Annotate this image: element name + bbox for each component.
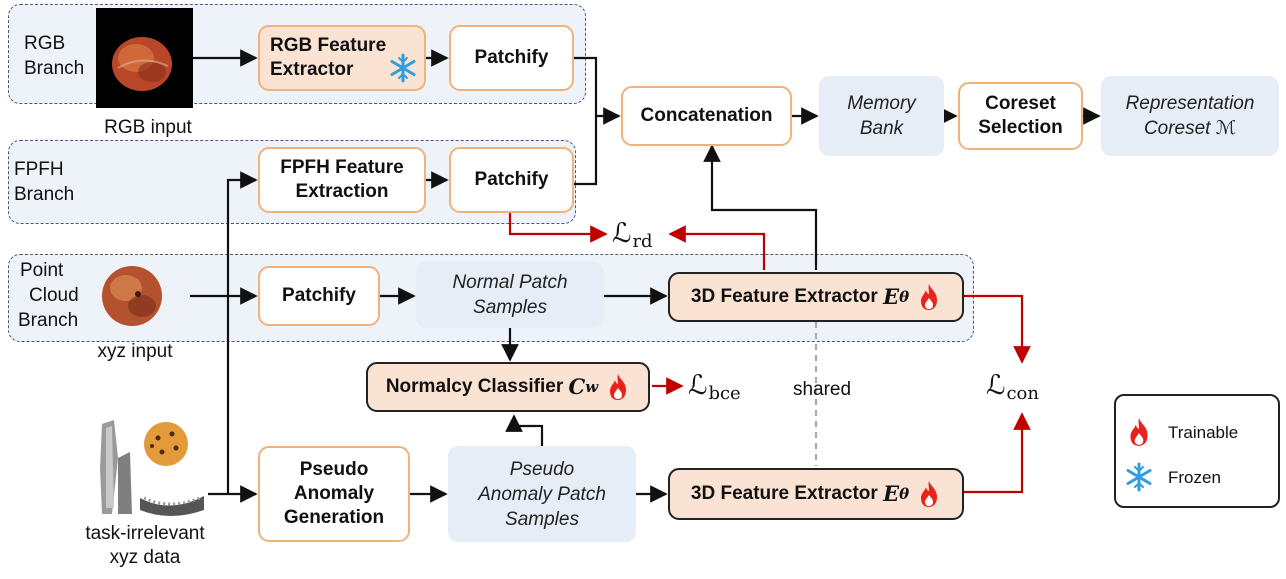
flame-icon bbox=[610, 374, 627, 400]
xyz-input-caption: xyz input bbox=[97, 341, 173, 362]
loss-con-label: ℒcon bbox=[986, 370, 1039, 404]
task-irrelevant-data-image bbox=[96, 418, 208, 520]
legend-box bbox=[1114, 394, 1280, 508]
snowflake-icon bbox=[1126, 462, 1152, 492]
legend-trainable-label: Trainable bbox=[1168, 423, 1239, 442]
concatenation-box: Concatenation bbox=[621, 86, 792, 146]
rgb-input-caption: RGB input bbox=[104, 117, 192, 138]
loss-rd-label: ℒrd bbox=[612, 218, 653, 252]
snowflake-icon bbox=[390, 53, 416, 83]
point-cloud-branch-label: Point Cloud Branch bbox=[18, 260, 79, 331]
flame-icon bbox=[1130, 418, 1148, 446]
xyz-input-image bbox=[98, 258, 168, 332]
flame-icon bbox=[921, 481, 938, 507]
rgb-patchify-box: Patchify bbox=[449, 25, 574, 91]
legend-frozen-label: Frozen bbox=[1168, 468, 1221, 487]
rgb-input-image bbox=[96, 8, 193, 108]
shared-label: shared bbox=[792, 379, 852, 400]
fpfh-patchify-box: Patchify bbox=[449, 147, 574, 213]
flame-icon bbox=[921, 284, 938, 310]
point-cloud-patchify-box: Patchify bbox=[258, 266, 380, 326]
loss-bce-label: ℒbce bbox=[688, 370, 741, 404]
